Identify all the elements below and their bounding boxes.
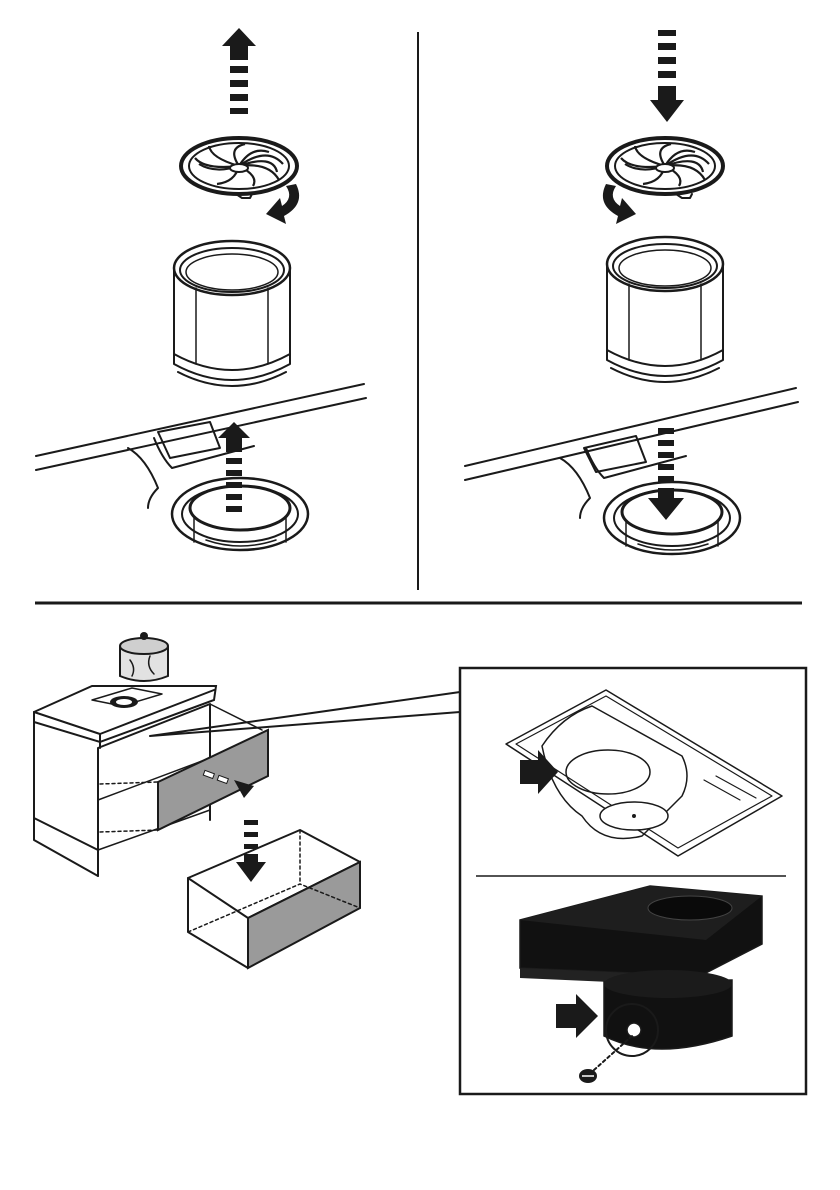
- panel-insert-filter: [465, 30, 798, 554]
- pot-icon: [120, 632, 168, 681]
- grease-filter-icon: [181, 138, 297, 198]
- hood-housing: [465, 388, 798, 554]
- drawer-box: [188, 830, 360, 968]
- charcoal-filter-icon: [174, 241, 290, 386]
- panel-remove-filter: [36, 28, 366, 550]
- charcoal-filter-icon: [607, 237, 723, 382]
- direction-arrow-icon: [222, 28, 256, 114]
- push-arrow-icon: [556, 994, 598, 1038]
- panel-detail-motor: [520, 886, 762, 1083]
- drawer-front: [100, 730, 268, 832]
- screw-icon: [579, 1069, 597, 1083]
- panel-detail-housing: [506, 690, 782, 856]
- hood-housing: [36, 384, 366, 550]
- grease-filter-icon: [607, 138, 723, 198]
- panel-cabinet-drawer: [34, 632, 460, 968]
- direction-arrow-icon: [650, 30, 684, 122]
